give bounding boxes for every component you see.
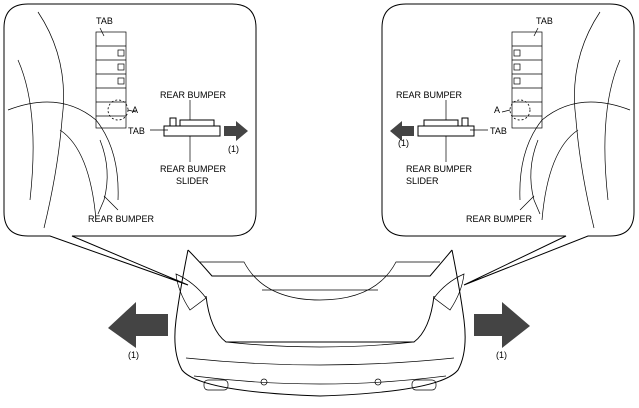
left-section-detail — [150, 100, 221, 162]
left-step-label: (1) — [228, 144, 239, 154]
left-tab-column — [95, 31, 127, 129]
vehicle-rear — [174, 249, 466, 397]
tailgate-outline — [205, 295, 435, 343]
right-point-a-circle — [509, 99, 531, 121]
left-point-a-label: A — [132, 105, 139, 115]
right-slider-label-line2: SLIDER — [406, 176, 439, 186]
right-tail-lamp — [433, 273, 465, 311]
right-slider-label-line1: REAR BUMPER — [406, 164, 473, 174]
left-rear-bumper-label: REAR BUMPER — [160, 90, 227, 100]
arrow-right-icon — [474, 302, 530, 348]
arrow-left-icon — [108, 302, 168, 348]
left-tab-label: TAB — [128, 126, 145, 136]
right-callout — [381, 3, 635, 286]
left-callout-outline — [3, 3, 257, 286]
right-step-label: (1) — [398, 138, 409, 148]
right-tab-column — [511, 31, 543, 129]
right-rear-bumper-label: REAR BUMPER — [396, 90, 463, 100]
left-tab-top-label: TAB — [96, 16, 113, 26]
left-body-curve — [37, 11, 64, 229]
left-slider-label-line1: REAR BUMPER — [160, 164, 227, 174]
vehicle-right-step-label: (1) — [496, 350, 507, 360]
left-tail-lamp — [175, 273, 207, 311]
right-rear-bumper-bottom-label: REAR BUMPER — [466, 214, 533, 224]
left-slider-label-line2: SLIDER — [176, 176, 209, 186]
vehicle-left-step-label: (1) — [128, 350, 139, 360]
right-callout-outline — [381, 3, 635, 286]
right-point-a-label: A — [494, 105, 501, 115]
left-callout — [3, 3, 257, 286]
vehicle-outline — [174, 249, 466, 397]
right-tab-top-label: TAB — [536, 16, 553, 26]
arrow-left-icon — [390, 121, 414, 141]
left-rear-bumper-bottom-label: REAR BUMPER — [88, 214, 155, 224]
right-tab-label: TAB — [490, 126, 507, 136]
right-section-detail — [417, 100, 488, 162]
left-point-a-circle — [107, 99, 129, 121]
arrow-right-icon — [224, 121, 248, 141]
